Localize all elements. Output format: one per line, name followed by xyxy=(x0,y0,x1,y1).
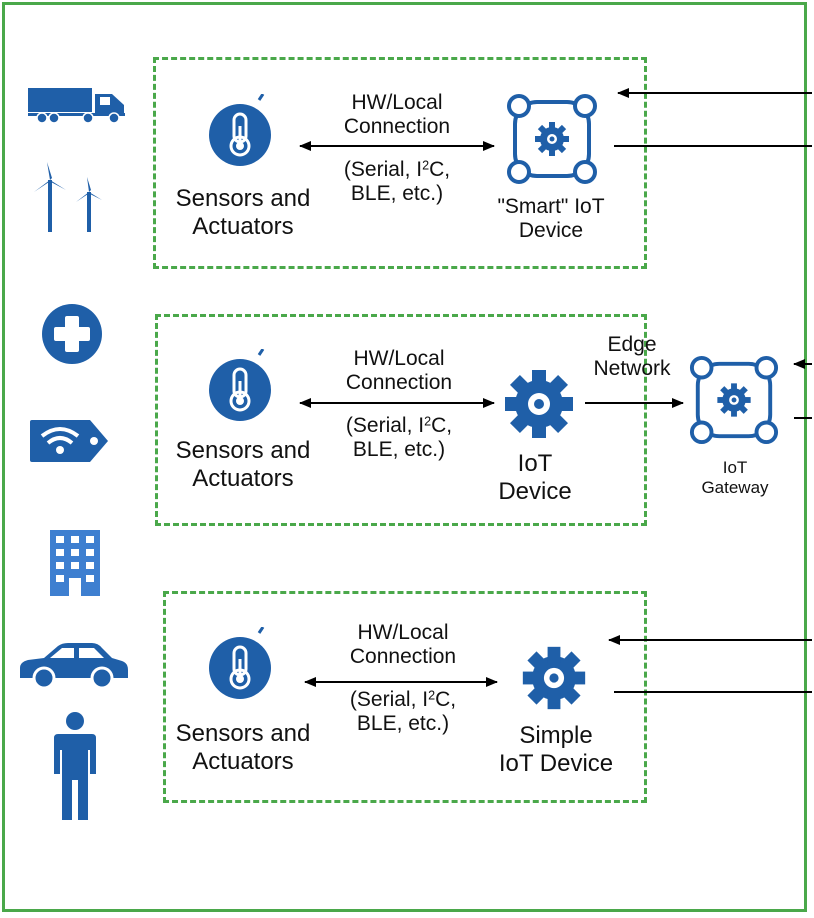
simple-iot-device-gear-icon xyxy=(522,646,586,710)
connection-detail-label: (Serial, I2C, BLE, etc.) xyxy=(345,414,453,462)
connection-detail-label: (Serial, I2C, BLE, etc.) xyxy=(349,688,457,736)
truck-icon xyxy=(28,88,125,124)
connection-detail-label: (Serial, I2C, BLE, etc.) xyxy=(343,158,451,206)
iot-device-group xyxy=(155,314,647,526)
simple-device-group xyxy=(163,591,647,803)
thermometer-icon xyxy=(209,627,271,699)
medical-cross-icon xyxy=(42,304,102,364)
thermometer-icon xyxy=(209,94,271,166)
iot-gateway-icon xyxy=(689,355,779,445)
rfid-tag-icon xyxy=(30,420,108,462)
smart-iot-device-icon xyxy=(507,94,597,184)
building-icon xyxy=(50,530,100,596)
smart-device-group xyxy=(153,57,647,269)
car-icon xyxy=(20,643,128,690)
iot-device-gear-icon xyxy=(505,370,573,438)
wind-turbines-icon xyxy=(34,162,102,232)
person-icon xyxy=(54,712,96,820)
thermometer-icon xyxy=(209,349,271,421)
